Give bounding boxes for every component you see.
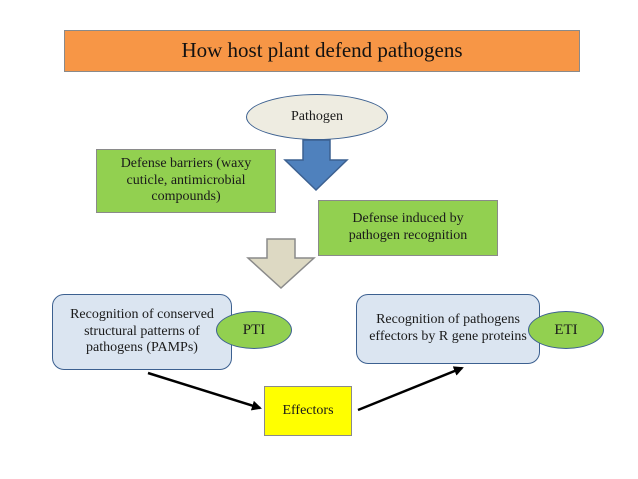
pathogen-node: Pathogen <box>246 94 388 140</box>
arrow-pti-to-effectors <box>147 371 262 411</box>
pamp-recognition-node: Recognition of conserved structural patt… <box>52 294 232 370</box>
blue-down-arrow <box>283 139 349 192</box>
effector-recognition-node: Recognition of pathogens effectors by R … <box>356 294 540 364</box>
tan-down-arrow <box>246 238 316 290</box>
eti-label: ETI <box>528 311 604 349</box>
pti-label: PTI <box>216 311 292 349</box>
defense-barriers-node: Defense barriers (waxy cuticle, antimicr… <box>96 149 276 213</box>
diagram-title: How host plant defend pathogens <box>64 30 580 72</box>
induced-defense-node: Defense induced by pathogen recognition <box>318 200 498 256</box>
arrow-effectors-to-eti <box>357 366 464 412</box>
effectors-node: Effectors <box>264 386 352 436</box>
